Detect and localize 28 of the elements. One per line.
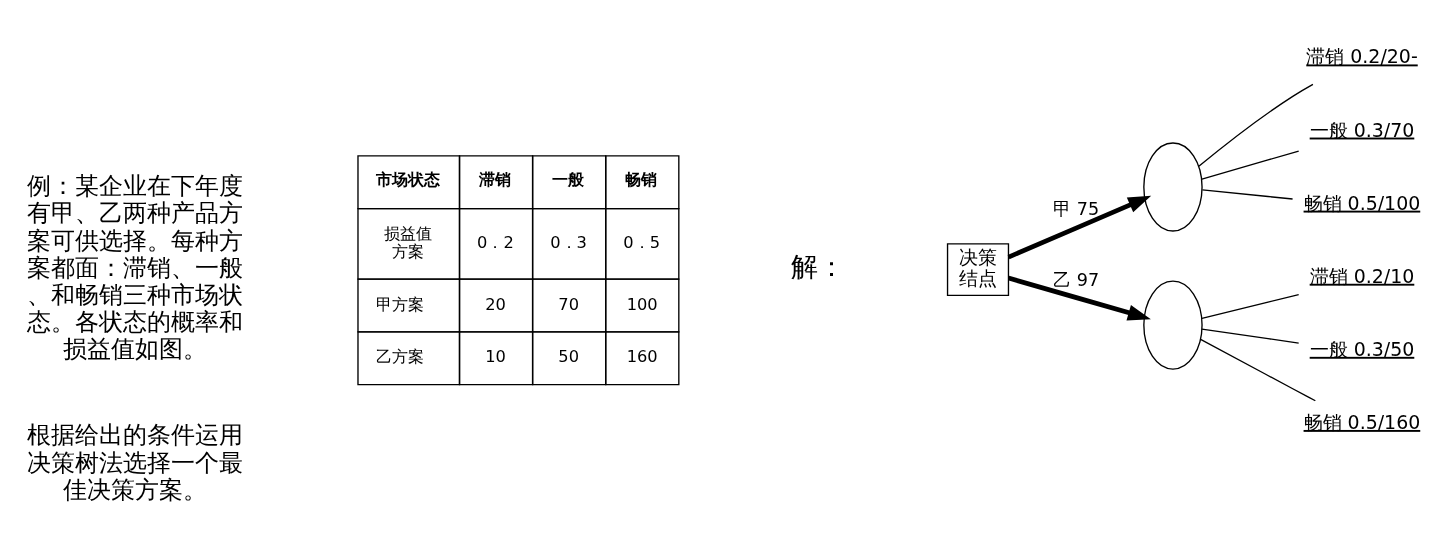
label: 20 bbox=[485, 294, 506, 314]
node-text: 一般 0.3/50 bbox=[1309, 337, 1415, 360]
label: 100 bbox=[626, 294, 658, 314]
label: 一般 bbox=[552, 169, 585, 189]
label: 例：某企业在下年度有甲、乙两种产品方案可供选择。每种方案都面：滞销、一般、和畅销三种市场状态。各状态的概率和损益值如图。 bbox=[26, 170, 243, 363]
node-text: 滞销 0.2/10 bbox=[1309, 264, 1415, 287]
edge-label: 甲 75 bbox=[1053, 198, 1100, 219]
label: 根据给出的条件运用决策树法选择一个最佳决策方案。 bbox=[26, 419, 243, 504]
label: 损益值 bbox=[383, 223, 432, 243]
label: 0．3 bbox=[550, 232, 587, 252]
label: 滞销 bbox=[479, 169, 512, 189]
label: 10 bbox=[485, 346, 506, 366]
node-text: 滞销 0.2/20- bbox=[1306, 44, 1418, 67]
node-text: 一般 0.3/70 bbox=[1309, 118, 1415, 141]
label: 市场状态 bbox=[375, 169, 440, 189]
label: 160 bbox=[626, 346, 658, 366]
label: 50 bbox=[558, 346, 580, 366]
label: 甲方案 bbox=[375, 294, 424, 314]
label: 70 bbox=[558, 294, 580, 314]
label: 0．5 bbox=[623, 232, 660, 252]
node-text: 畅销 0.5/160 bbox=[1303, 410, 1421, 433]
label: 方案 bbox=[391, 241, 424, 261]
label: 畅销 bbox=[625, 169, 658, 189]
label: 0．2 bbox=[477, 232, 514, 252]
edge-label: 乙 97 bbox=[1053, 269, 1100, 290]
label: 乙方案 bbox=[375, 346, 424, 366]
node-text: 畅销 0.5/100 bbox=[1303, 191, 1421, 214]
label: 解： bbox=[791, 250, 846, 282]
